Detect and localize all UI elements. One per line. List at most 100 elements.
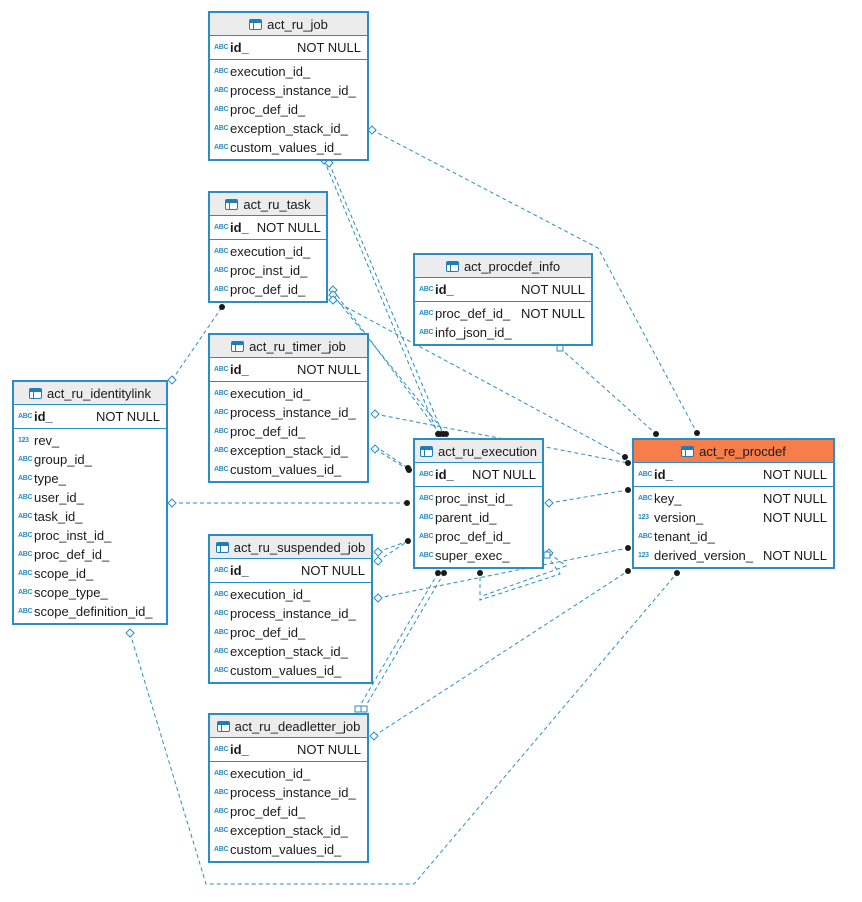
text-type-icon: ABC [18,513,33,520]
table-header[interactable]: act_ru_job [210,13,367,36]
relationship-many-end [625,545,631,551]
column-name: proc_def_id_ [230,102,306,117]
text-type-icon: ABC [18,551,33,558]
table-title: act_ru_timer_job [249,338,346,354]
text-type-icon: ABC [214,87,229,94]
table-header[interactable]: act_ru_suspended_job [210,536,371,559]
relationship-optional-end [369,731,379,741]
text-type-icon: ABC [214,846,229,853]
table-header[interactable]: act_ru_task [210,193,326,216]
numeric-type-icon: 123 [18,437,29,444]
column-name: proc_inst_id_ [34,528,112,543]
table-header[interactable]: act_re_procdef [634,440,833,463]
text-type-icon: ABC [214,224,229,231]
relationship-many-end [405,465,411,471]
relationship-line [374,448,410,471]
table-header[interactable]: act_procdef_info [415,255,591,278]
column-name: execution_id_ [230,766,311,781]
text-type-icon: ABC [638,471,653,478]
table-header[interactable]: act_ru_timer_job [210,335,367,358]
relationship-line [332,289,441,435]
text-type-icon: ABC [214,125,229,132]
table-header[interactable]: act_ru_deadletter_job [210,715,367,738]
table-header[interactable]: act_ru_identitylink [14,382,166,405]
table-title: act_ru_task [243,196,311,212]
column-name: id_ [230,40,249,55]
column-name: process_instance_id_ [230,785,356,800]
relationship-mandatory-end [543,551,551,559]
text-type-icon: ABC [214,144,229,151]
text-type-icon: ABC [214,567,229,574]
text-type-icon: ABC [214,808,229,815]
table-header[interactable]: act_ru_execution [415,440,542,463]
text-type-icon: ABC [214,44,229,51]
table-icon [215,541,229,553]
column-constraint: NOT NULL [256,220,321,235]
